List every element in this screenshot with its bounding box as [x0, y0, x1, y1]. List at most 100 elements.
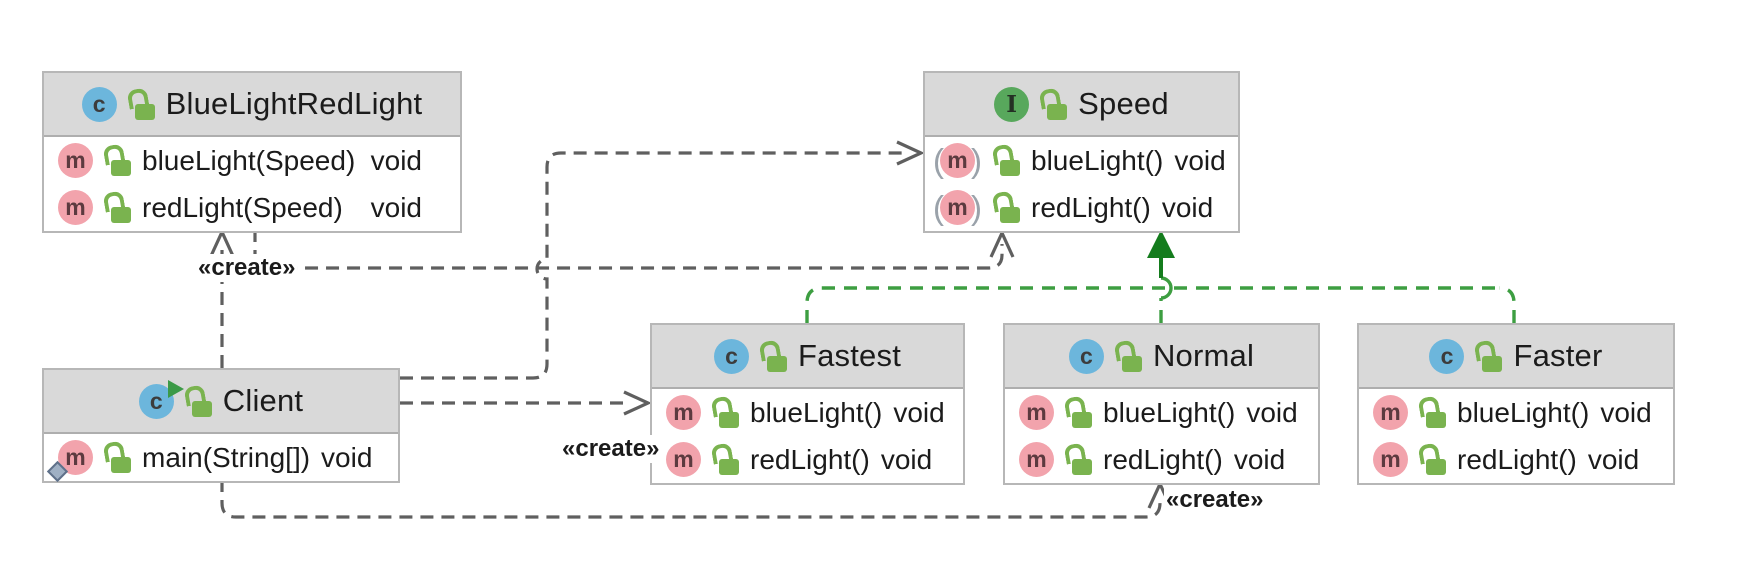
method-icon-glyph: m [65, 444, 86, 470]
method-row[interactable]: m blueLight(Speed) void [44, 137, 460, 184]
interface-icon-glyph: I [1006, 90, 1018, 118]
class-icon-glyph: c [149, 387, 163, 414]
method-icon: m [1019, 442, 1054, 477]
method-row[interactable]: m redLight() void [1359, 436, 1673, 483]
method-return-type: void [893, 396, 945, 428]
method-return-type: void [1174, 144, 1226, 176]
public-lock-icon [128, 89, 155, 120]
edge-realization-speed [805, 230, 1516, 323]
method-icon-glyph: m [65, 147, 86, 173]
method-row[interactable]: m main(String[]) void [44, 434, 398, 483]
method-name: redLight(Speed) [142, 191, 343, 223]
open-arrowhead-icon [989, 229, 1015, 258]
method-icon-glyph: m [65, 194, 86, 220]
edge-label-create-bluelightredlight: «create» [196, 254, 298, 282]
method-row[interactable]: (m) redLight() void [925, 184, 1238, 231]
public-lock-icon [993, 192, 1020, 223]
triangle-arrowhead-icon [1147, 230, 1175, 258]
class-box-client[interactable]: c Client m main(String[]) void [42, 368, 400, 483]
class-box-fastest[interactable]: c Fastest m blueLight() void m redLight(… [650, 323, 965, 485]
interface-box-speed[interactable]: I Speed (m) blueLight() void (m) redLigh… [923, 71, 1240, 233]
public-lock-icon [185, 386, 212, 417]
public-lock-icon [104, 145, 131, 176]
method-name: redLight() [750, 443, 870, 475]
method-icon-glyph: m [1026, 446, 1047, 472]
method-name: redLight() [1031, 191, 1151, 223]
method-name: blueLight() [1031, 144, 1164, 176]
paren-icon: ) [971, 189, 982, 226]
method-row[interactable]: m redLight(Speed) void [44, 184, 460, 231]
method-row[interactable]: m redLight() void [652, 436, 963, 483]
class-title: Faster [1513, 338, 1603, 373]
method-return-type: void [370, 144, 422, 176]
method-icon-glyph: m [947, 194, 968, 220]
runnable-class-icon: c [138, 379, 184, 419]
paren-icon: ( [933, 142, 944, 179]
public-lock-icon [760, 341, 787, 372]
public-lock-icon [1040, 89, 1068, 120]
method-icon: m [666, 395, 701, 430]
class-box-normal[interactable]: c Normal m blueLight() void m redLight()… [1003, 323, 1320, 485]
public-lock-icon [1475, 341, 1503, 372]
method-icon-glyph: m [947, 147, 968, 173]
class-header-fastest[interactable]: c Fastest [652, 325, 963, 389]
public-lock-icon [1115, 341, 1142, 372]
class-header-bluelightredlight[interactable]: c BlueLightRedLight [44, 73, 460, 137]
method-name: main(String[]) [142, 441, 311, 473]
method-icon-glyph: m [1026, 399, 1047, 425]
class-header-normal[interactable]: c Normal [1005, 325, 1318, 389]
class-header-client[interactable]: c Client [44, 370, 398, 434]
method-icon-glyph: m [673, 399, 694, 425]
edge-client-bluelightredlight [209, 228, 235, 368]
run-triangle-icon [167, 379, 184, 398]
class-box-faster[interactable]: c Faster m blueLight() void m redLight()… [1357, 323, 1675, 485]
method-return-type: void [370, 191, 422, 223]
method-name: blueLight() [750, 396, 883, 428]
open-arrowhead-icon [896, 140, 925, 166]
interface-header-speed[interactable]: I Speed [925, 73, 1238, 137]
class-icon-glyph: c [1440, 342, 1454, 369]
method-return-type: void [1246, 396, 1298, 428]
method-icon-glyph: m [673, 446, 694, 472]
method-name: blueLight() [1103, 396, 1236, 428]
class-title: Client [222, 383, 304, 418]
public-lock-icon [1419, 397, 1446, 428]
interface-icon: I [994, 86, 1030, 122]
method-row[interactable]: m redLight() void [1005, 436, 1318, 483]
paren-icon: ) [971, 142, 982, 179]
method-return-type: void [321, 441, 373, 473]
method-return-type: void [1233, 443, 1286, 475]
method-return-type: void [1600, 396, 1652, 428]
method-row[interactable]: m blueLight() void [1359, 389, 1673, 436]
method-name: blueLight(Speed) [142, 144, 356, 176]
method-row[interactable]: (m) blueLight() void [925, 137, 1238, 184]
method-icon-glyph: m [1380, 446, 1401, 472]
paren-icon: ( [933, 189, 944, 226]
edge-client-fastest [400, 390, 652, 416]
method-icon: m [58, 190, 93, 225]
method-icon: m [666, 442, 701, 477]
class-header-faster[interactable]: c Faster [1359, 325, 1673, 389]
abstract-method-icon: (m) [933, 190, 982, 225]
method-icon: m [58, 143, 93, 178]
class-icon: c [1429, 338, 1465, 374]
public-lock-icon [712, 397, 739, 428]
public-lock-icon [1419, 444, 1446, 475]
method-return-type: void [880, 443, 933, 475]
public-lock-icon [1065, 397, 1092, 428]
method-icon: m [1019, 395, 1054, 430]
class-box-bluelightredlight[interactable]: c BlueLightRedLight m blueLight(Speed) v… [42, 71, 462, 233]
public-lock-icon [104, 192, 131, 223]
method-name: redLight() [1457, 443, 1577, 475]
abstract-method-icon: (m) [933, 143, 982, 178]
edge-bluelightredlight-speed [253, 229, 1015, 270]
method-row[interactable]: m blueLight() void [652, 389, 963, 436]
open-arrowhead-icon [623, 390, 652, 416]
method-return-type: void [1161, 191, 1214, 223]
method-icon: m [46, 440, 93, 483]
class-icon-glyph: c [1080, 342, 1093, 369]
method-row[interactable]: m blueLight() void [1005, 389, 1318, 436]
public-lock-icon [712, 444, 739, 475]
method-icon: m [1373, 442, 1408, 477]
class-title: Fastest [797, 338, 902, 373]
